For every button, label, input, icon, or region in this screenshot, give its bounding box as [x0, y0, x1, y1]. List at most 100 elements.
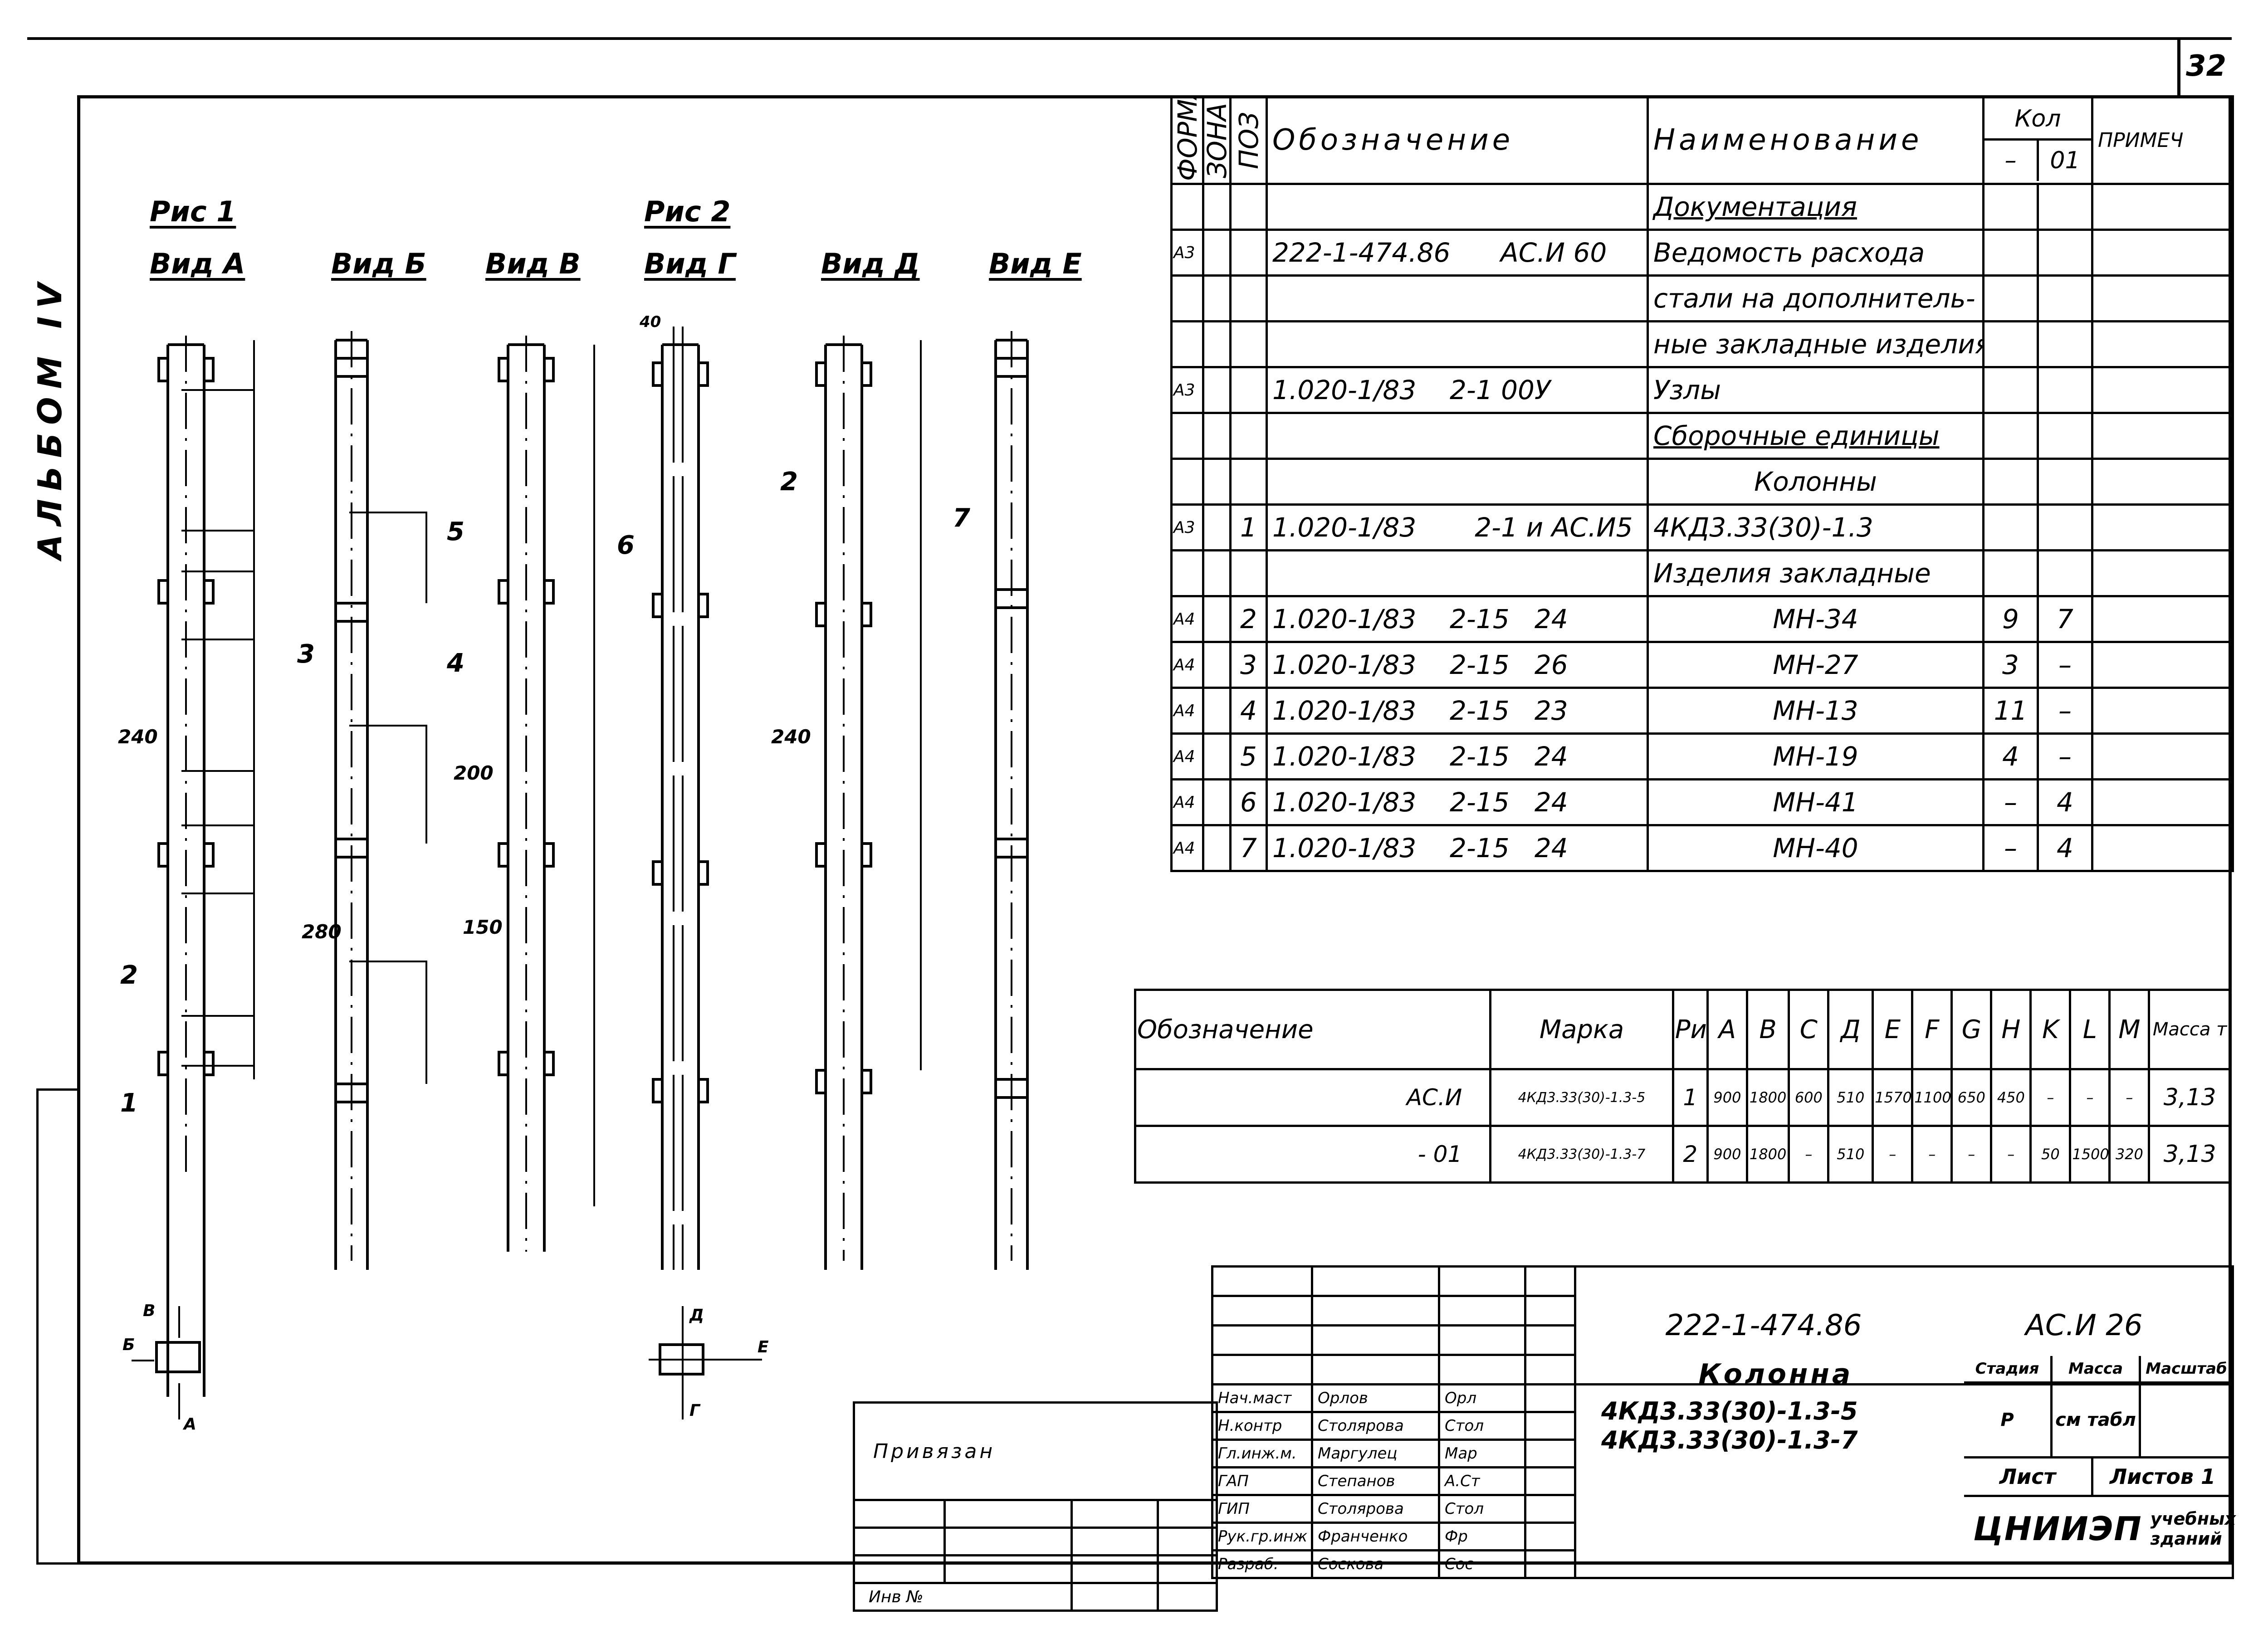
param-header-cell: А [1706, 989, 1748, 1070]
spec-cell-qty-base [1982, 183, 2039, 231]
callout-7: 7 [953, 503, 970, 533]
spec-cell-format [1170, 320, 1204, 368]
spec-cell-format: А4 [1170, 641, 1204, 689]
param-header-cell: Д [1827, 989, 1874, 1070]
spec-cell-pos [1229, 549, 1268, 597]
spec-cell-zone [1202, 687, 1232, 735]
callout-6: 6 [617, 531, 635, 560]
spec-row: Документация [1170, 183, 2234, 231]
view-v-title: Вид В [485, 247, 581, 280]
spec-cell-zone [1202, 595, 1232, 643]
spec-cell-designation: 222-1-474.86 АС.И 60 [1266, 229, 1649, 277]
spec-cell-note [2091, 595, 2234, 643]
doc-code-cell: 222-1-474.86 АС.И 26 [1574, 1265, 2234, 1385]
param-header-cell: Обозначение [1134, 989, 1492, 1070]
signature-date [1524, 1411, 1576, 1441]
spec-cell-qty-01 [2037, 412, 2093, 460]
spec-cell-note [2091, 320, 2234, 368]
spec-cell-zone [1202, 412, 1232, 460]
signature-role: Рук.гр.инж [1211, 1522, 1313, 1551]
spec-cell-qty-01: – [2037, 687, 2093, 735]
spec-cell-designation [1266, 320, 1649, 368]
spec-cell-note [2091, 229, 2234, 277]
spec-cell-qty-base [1982, 274, 2039, 322]
param-cell: 510 [1827, 1068, 1874, 1127]
spec-cell-pos [1229, 274, 1268, 322]
spec-cell-note [2091, 549, 2234, 597]
signature-role: Нач.маст [1211, 1383, 1313, 1413]
spec-cell-zone [1202, 732, 1232, 780]
param-cell: АС.И [1134, 1068, 1492, 1127]
spec-cell-format: А4 [1170, 778, 1204, 826]
spec-cell-pos: 4 [1229, 687, 1268, 735]
signature-mark: Стол [1438, 1411, 1526, 1441]
section-marker-e: Е [758, 1338, 769, 1356]
bound-label: Привязан [852, 1401, 1218, 1501]
spec-cell-qty-01: 4 [2037, 824, 2093, 872]
signature-role: Гл.инж.м. [1211, 1439, 1313, 1468]
spec-cell-designation: 1.020-1/83 2-15 24 [1266, 732, 1649, 780]
spec-cell-name: Ведомость расхода [1647, 229, 1984, 277]
callout-5: 5 [447, 517, 464, 546]
spec-cell-designation [1266, 274, 1649, 322]
col-pos: ПОЗ [1230, 96, 1267, 184]
spec-cell-format: А4 [1170, 824, 1204, 872]
spec-cell-qty-01 [2037, 274, 2093, 322]
stage-value: Р [1964, 1384, 2053, 1456]
spec-cell-note [2091, 503, 2234, 551]
spec-cell-name: МН-13 [1647, 687, 1984, 735]
spec-cell-pos [1229, 320, 1268, 368]
spec-cell-note [2091, 641, 2234, 689]
spec-cell-format [1170, 412, 1204, 460]
param-header-cell: F [1911, 989, 1953, 1070]
fig1-label: Рис 1 [150, 195, 236, 228]
signature-date [1524, 1549, 1576, 1579]
spec-cell-qty-base: – [1982, 824, 2039, 872]
spec-row: стали на дополнитель- [1170, 274, 2234, 322]
spec-cell-designation: 1.020-1/83 2-15 23 [1266, 687, 1649, 735]
param-cell: 3,13 [2148, 1068, 2232, 1127]
spec-cell-format [1170, 458, 1204, 506]
spec-cell-note [2091, 458, 2234, 506]
spec-row: ные закладные изделия [1170, 320, 2234, 368]
dim-240-d: 240 [771, 726, 811, 748]
org-name: учебных зданий [2150, 1509, 2236, 1549]
spec-cell-format: А4 [1170, 732, 1204, 780]
param-header-cell: Рис [1672, 989, 1709, 1070]
spec-cell-zone [1202, 549, 1232, 597]
binding-stamp: Привязан Инв № [852, 1401, 1218, 1612]
param-cell: – [1950, 1125, 1993, 1184]
signature-mark: Орл [1438, 1383, 1526, 1413]
spec-cell-qty-01 [2037, 549, 2093, 597]
spec-cell-pos [1229, 412, 1268, 460]
spec-cell-designation: 1.020-1/83 2-1 и АС.И5 [1266, 503, 1649, 551]
spec-cell-zone [1202, 183, 1232, 231]
param-cell: – [2029, 1068, 2072, 1127]
spec-cell-note [2091, 412, 2234, 460]
param-header-cell: Масса т [2148, 989, 2232, 1070]
spec-cell-pos: 7 [1229, 824, 1268, 872]
signature-date [1524, 1522, 1576, 1551]
spec-cell-note [2091, 732, 2234, 780]
signature-name: Орлов [1311, 1383, 1440, 1413]
signature-date [1524, 1494, 1576, 1524]
spec-cell-qty-01: 7 [2037, 595, 2093, 643]
spec-cell-qty-base [1982, 229, 2039, 277]
spec-cell-designation [1266, 412, 1649, 460]
spec-cell-zone [1202, 274, 1232, 322]
view-d-title: Вид Д [821, 247, 920, 280]
signature-name: Столярова [1311, 1411, 1440, 1441]
param-header-cell: L [2069, 989, 2111, 1070]
spec-cell-qty-base: 3 [1982, 641, 2039, 689]
spec-cell-name: стали на дополнитель- [1647, 274, 1984, 322]
column-elevations [132, 327, 1029, 1419]
param-header-cell: G [1950, 989, 1993, 1070]
